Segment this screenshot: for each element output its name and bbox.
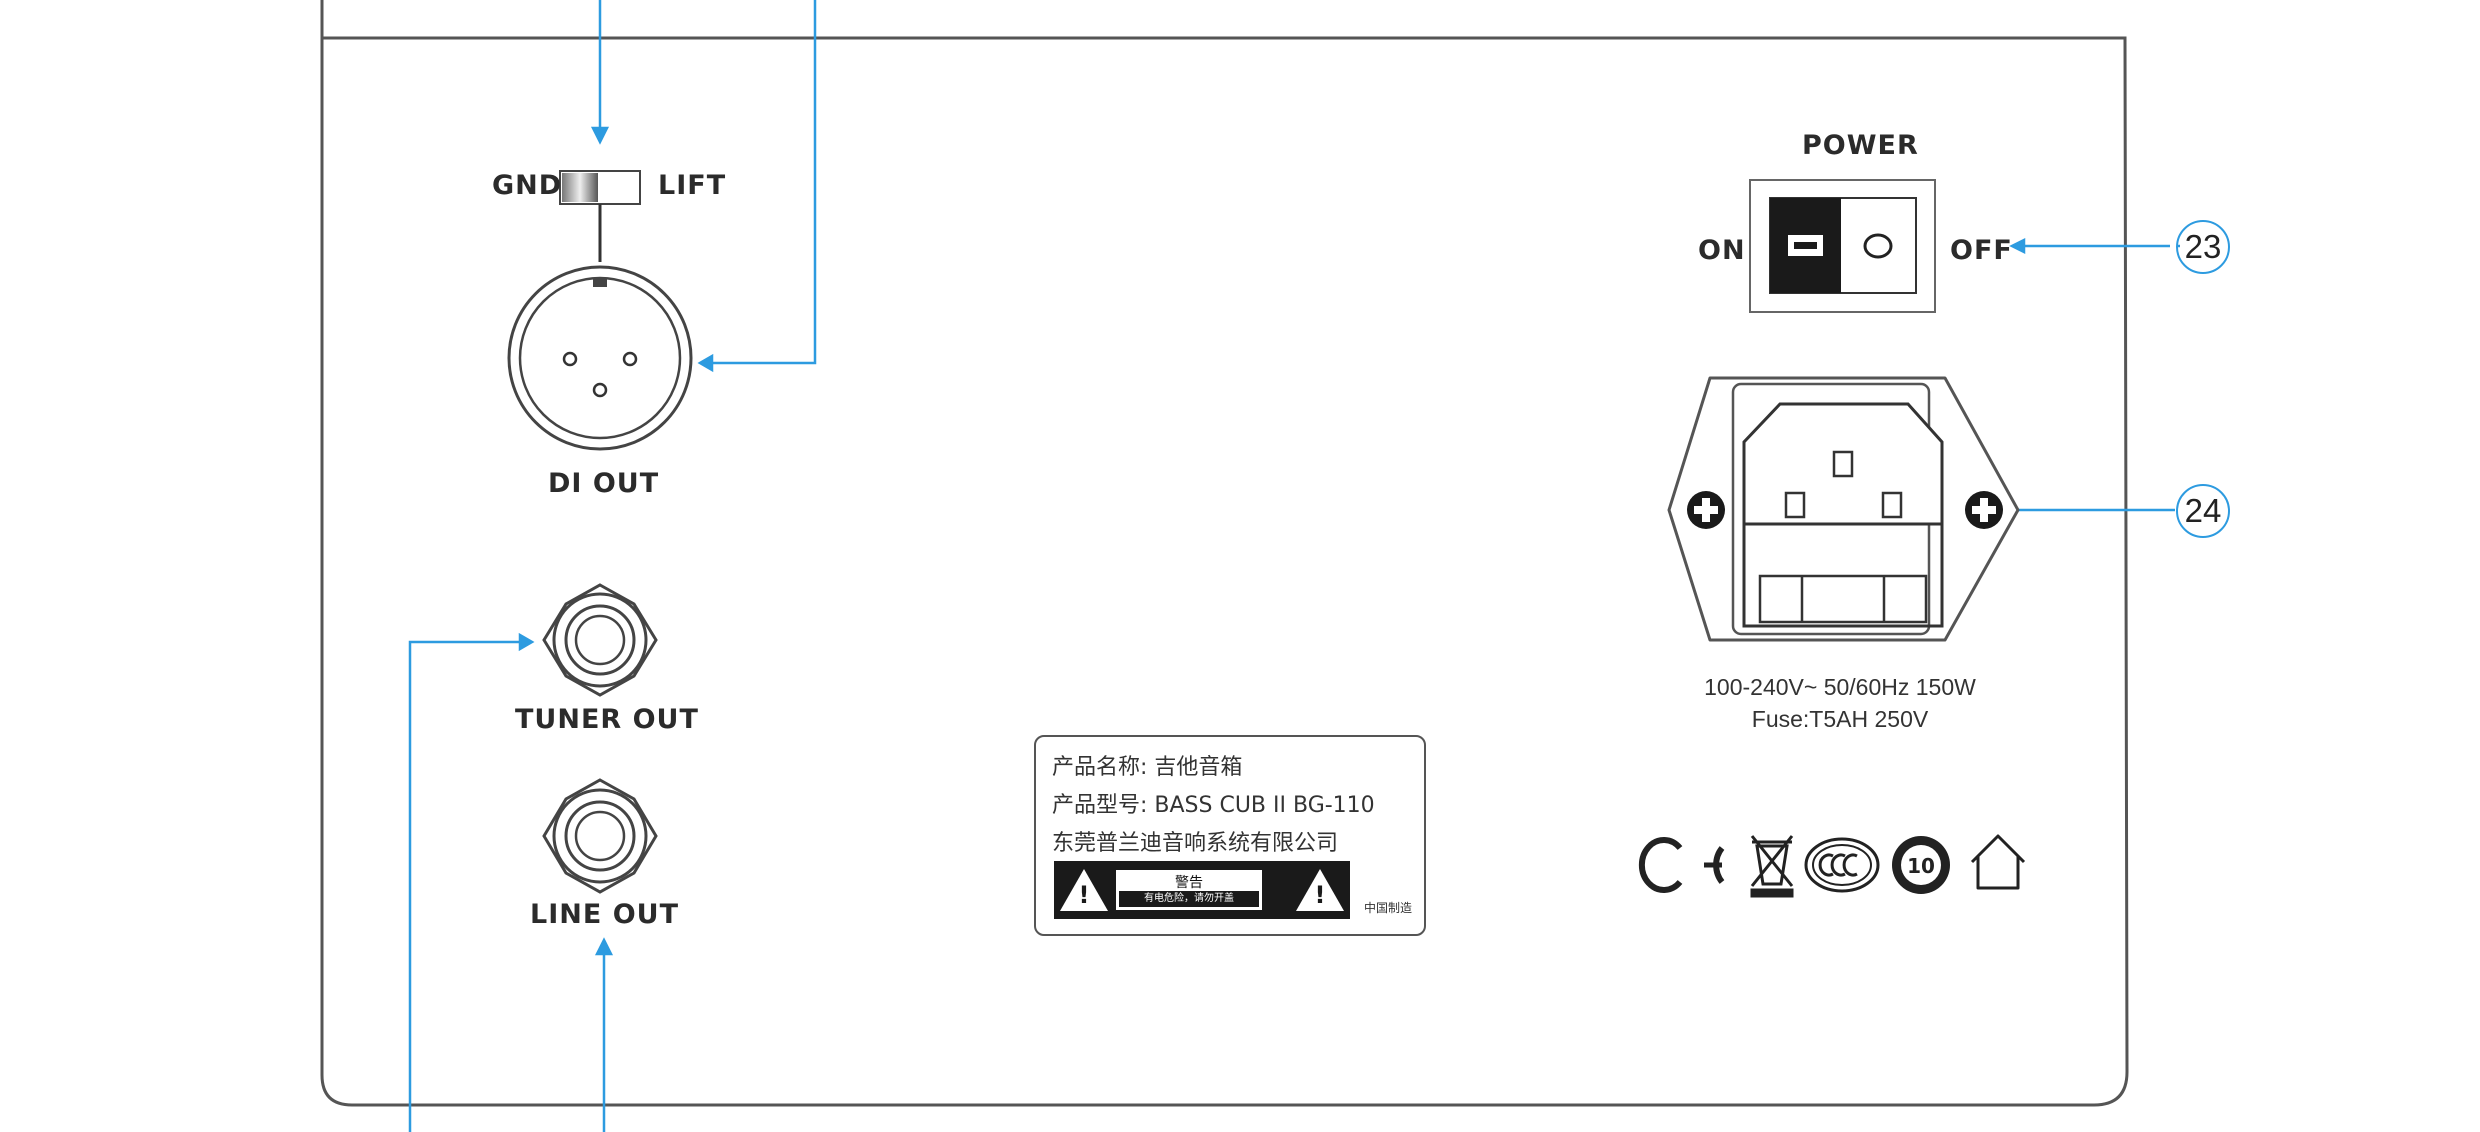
eco-period-value: 10 [1907, 854, 1935, 878]
line-out-jack [542, 778, 658, 894]
hazard-left-symbol: ! [1078, 881, 1090, 909]
power-rating-text: 100-240V~ 50/60Hz 150W [1704, 674, 1976, 700]
power-inlet [1667, 376, 2020, 642]
callout-24: 24 [2176, 484, 2230, 538]
power-switch [1749, 179, 1936, 313]
certification-marks: 10 [1638, 834, 2026, 898]
off-label: OFF [1950, 235, 2013, 266]
fuse-rating-text: Fuse:T5AH 250V [1751, 706, 1929, 732]
panel-outline [320, 0, 2129, 1107]
di-out-label: DI OUT [548, 468, 660, 499]
hazard-right-icon: ! [1296, 869, 1344, 911]
indoor-use-icon [1970, 834, 2026, 890]
eco-period-icon: 10 [1892, 836, 1950, 894]
origin-text: 中国制造 [1363, 901, 1412, 915]
xlr-connector [507, 265, 693, 451]
callout-23: 23 [2176, 220, 2230, 274]
product-nameplate: 产品名称: 吉他音箱 产品型号: BASS CUB II BG-110 东莞普兰… [1034, 735, 1426, 936]
line-out-label: LINE OUT [530, 899, 679, 930]
ground-lift-switch [559, 170, 641, 262]
warning-box: 警告 有电危险，请勿开盖 [1114, 868, 1264, 912]
warning-label: ! 警告 有电危险，请勿开盖 ! [1054, 861, 1350, 919]
product-name-text: 产品名称: 吉他音箱 [1052, 755, 1243, 780]
power-label: POWER [1802, 130, 1919, 161]
tuner-out-label: TUNER OUT [515, 704, 699, 735]
lift-label: LIFT [658, 170, 727, 201]
leader-lines [408, 0, 2180, 1132]
weee-bin-icon [1750, 835, 1794, 898]
tuner-out-jack [542, 583, 658, 697]
warning-title: 警告 [1175, 875, 1203, 891]
hazard-left-icon: ! [1060, 869, 1108, 911]
on-label: ON [1698, 235, 1746, 266]
product-model-text: 产品型号: BASS CUB II BG-110 [1052, 793, 1375, 818]
company-name-text: 东莞普兰迪音响系统有限公司 [1052, 831, 1339, 856]
ccc-mark-icon [1804, 837, 1880, 893]
hazard-right-symbol: ! [1314, 881, 1326, 909]
gnd-label: GND [492, 170, 563, 201]
warning-text: 有电危险，请勿开盖 [1119, 891, 1259, 907]
